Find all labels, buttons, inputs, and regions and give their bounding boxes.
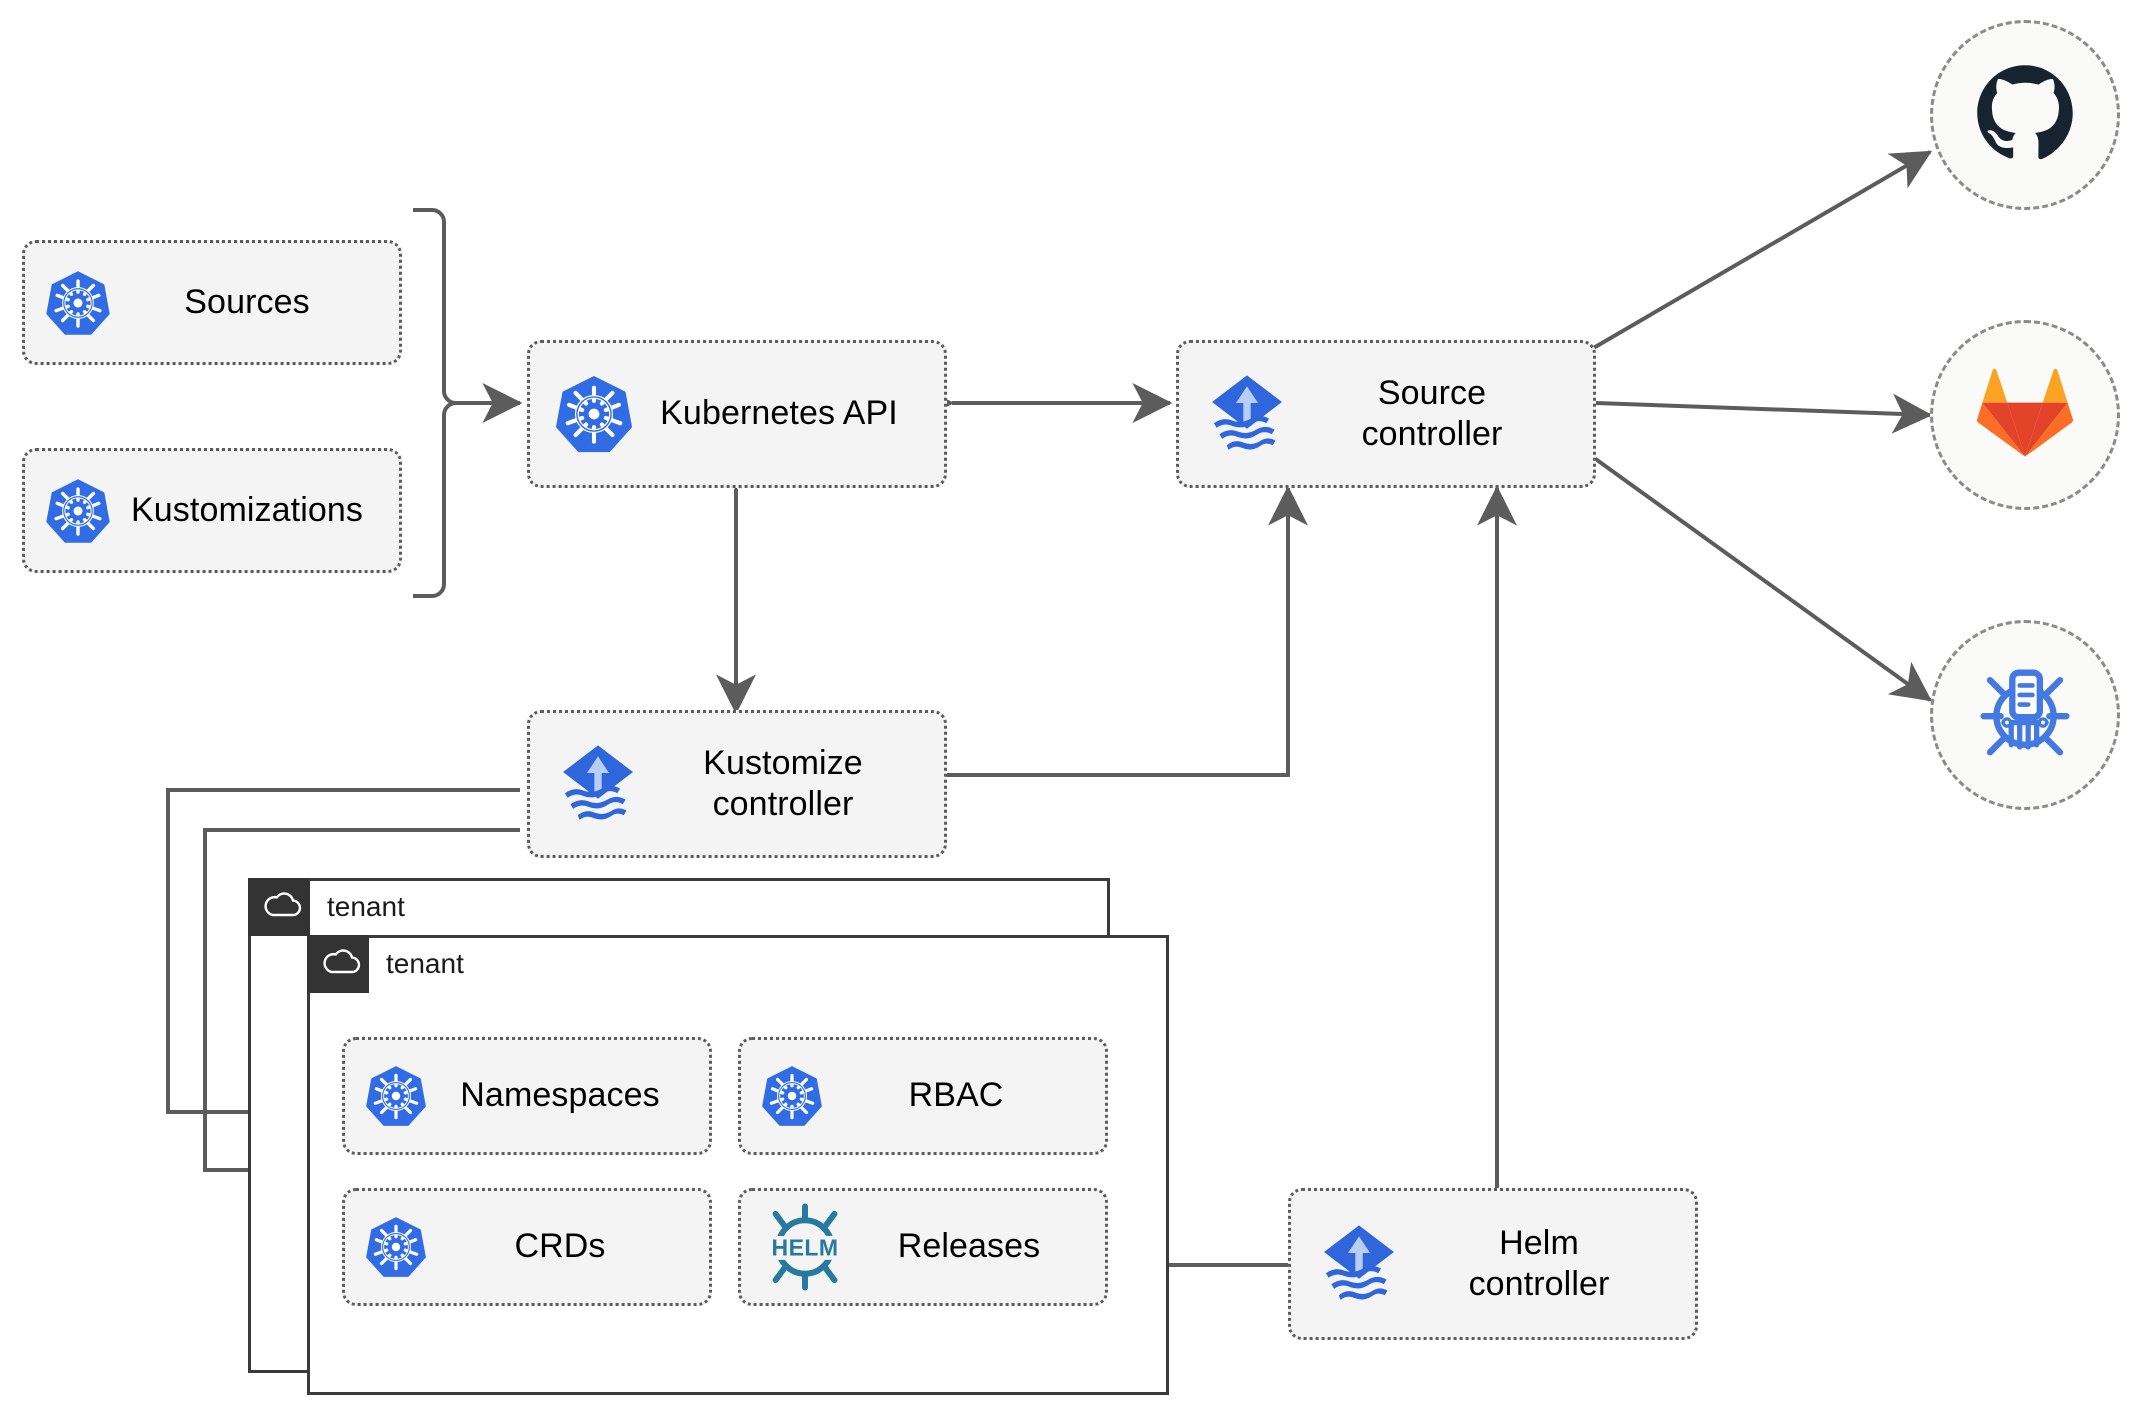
helm-icon: HELM — [759, 1201, 851, 1293]
edge-source-to-github — [1588, 150, 1933, 352]
node-kubernetes-api[interactable]: Kubernetes API — [527, 340, 947, 488]
tenant-container-2[interactable]: tenant — [307, 935, 1169, 1395]
node-helm-controller-label: Helm controller — [1468, 1223, 1610, 1303]
node-source-controller-label: Source controller — [1361, 373, 1503, 453]
cloud-icon — [321, 947, 361, 982]
edge-source-to-gitlab — [1595, 393, 1933, 434]
node-namespaces[interactable]: Namespaces — [342, 1037, 712, 1155]
gitlab-icon — [1973, 361, 2077, 470]
repo-github[interactable] — [1930, 20, 2120, 210]
node-namespaces-label: Namespaces — [460, 1076, 660, 1115]
kubernetes-icon — [43, 476, 113, 546]
tenant-tab-2 — [307, 935, 369, 993]
node-releases-label: Releases — [897, 1227, 1041, 1266]
kubernetes-icon — [363, 1214, 429, 1280]
edge-kustomize-to-source — [946, 485, 1308, 777]
node-crds-label: CRDs — [514, 1227, 606, 1266]
node-source-controller[interactable]: Source controller — [1176, 340, 1596, 488]
flux-icon — [1313, 1218, 1405, 1310]
repo-helm-repository[interactable] — [1930, 620, 2120, 810]
flux-icon — [1201, 368, 1293, 460]
tenant-label-2: tenant — [386, 948, 464, 979]
group-brace — [413, 208, 457, 598]
github-icon — [1973, 61, 2077, 170]
repo-gitlab[interactable] — [1930, 320, 2120, 510]
node-kubernetes-api-label: Kubernetes API — [660, 394, 898, 433]
helm-repository-icon — [1972, 660, 2078, 771]
flux-icon — [552, 738, 644, 830]
svg-text:HELM: HELM — [772, 1234, 839, 1260]
node-rbac-label: RBAC — [908, 1076, 1004, 1115]
node-helm-controller[interactable]: Helm controller — [1288, 1188, 1698, 1340]
node-kustomize-controller[interactable]: Kustomize controller — [527, 710, 947, 858]
node-releases[interactable]: HELM Releases — [738, 1188, 1108, 1306]
cloud-icon — [262, 890, 302, 925]
edge-source-to-helmrepo — [1588, 453, 1932, 702]
node-rbac[interactable]: RBAC — [738, 1037, 1108, 1155]
tenant-label-1: tenant — [327, 891, 405, 922]
kubernetes-icon — [43, 268, 113, 338]
node-crds[interactable]: CRDs — [342, 1188, 712, 1306]
node-sources-label: Sources — [184, 282, 310, 321]
kubernetes-icon — [552, 372, 636, 456]
kubernetes-icon — [759, 1063, 825, 1129]
node-kustomize-controller-label: Kustomize controller — [703, 743, 863, 823]
node-kustomizations-label: Kustomizations — [131, 490, 363, 529]
node-kustomizations[interactable]: Kustomizations — [22, 448, 402, 573]
kubernetes-icon — [363, 1063, 429, 1129]
node-sources[interactable]: Sources — [22, 240, 402, 365]
tenant-tab-1 — [248, 878, 310, 936]
